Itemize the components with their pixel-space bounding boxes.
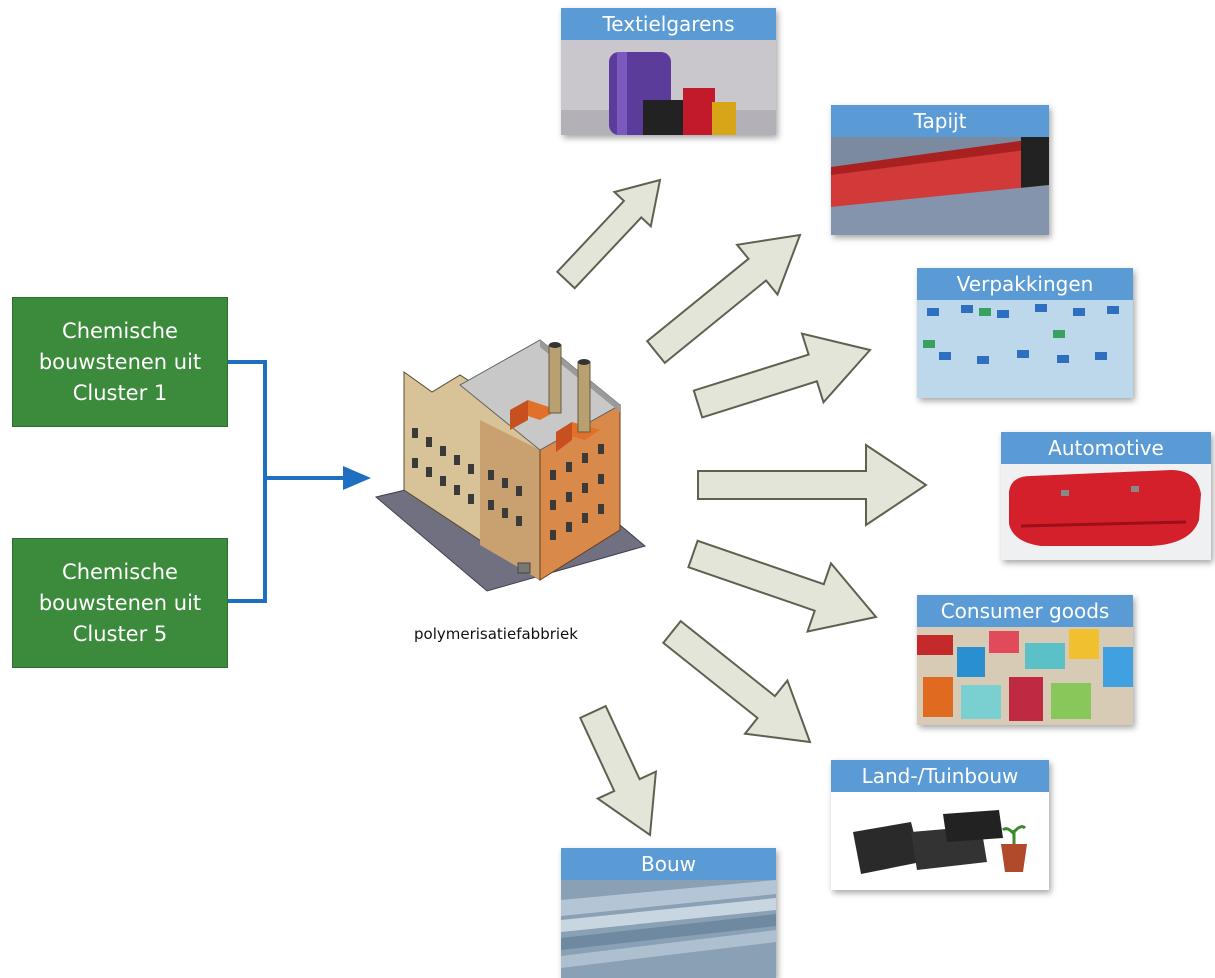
output-arrows — [555, 178, 928, 837]
product-title: Tapijt — [831, 105, 1049, 137]
product-tile-tapijt: Tapijt — [831, 105, 1049, 235]
plastic-containers-image — [917, 627, 1133, 725]
plastic-bottles-image — [917, 300, 1133, 398]
arrow-to-textielgarens — [555, 178, 662, 290]
plant-label: polymerisatiefabbriek — [414, 625, 578, 643]
arrow-to-tapijt — [645, 233, 802, 365]
crates-and-pot-image — [831, 792, 1049, 890]
arrow-to-consumer-goods — [687, 539, 878, 633]
product-title: Bouw — [561, 848, 776, 880]
building-sheets-image — [561, 880, 776, 978]
input-connector — [226, 360, 345, 603]
source-box-cluster-5: Chemische bouwstenen uit Cluster 5 — [12, 538, 228, 668]
car-bumper-image — [1001, 464, 1211, 560]
product-title: Land-/Tuinbouw — [831, 760, 1049, 792]
product-tile-verpakkingen: Verpakkingen — [917, 268, 1133, 398]
product-title: Verpakkingen — [917, 268, 1133, 300]
product-tile-land-tuinbouw: Land-/Tuinbouw — [831, 760, 1049, 890]
arrow-to-verpakkingen — [692, 332, 872, 419]
source-label: Chemische bouwstenen uit Cluster 1 — [38, 318, 202, 405]
factory-icon — [374, 339, 647, 592]
product-title: Automotive — [1001, 432, 1211, 464]
arrow-to-land-tuinbouw — [661, 619, 812, 744]
source-box-cluster-1: Chemische bouwstenen uit Cluster 1 — [12, 297, 228, 427]
product-tile-automotive: Automotive — [1001, 432, 1211, 560]
arrow-to-bouw — [578, 704, 658, 837]
input-arrowhead — [343, 466, 371, 490]
product-tile-bouw: Bouw — [561, 848, 776, 978]
carpet-rolls-image — [831, 137, 1049, 235]
arrow-to-automotive — [697, 443, 928, 527]
source-label: Chemische bouwstenen uit Cluster 5 — [38, 559, 202, 646]
product-tile-consumer-goods: Consumer goods — [917, 595, 1133, 725]
source-bracket-line — [226, 360, 267, 603]
thread-spools-image — [561, 40, 776, 135]
product-tile-textielgarens: Textielgarens — [561, 8, 776, 135]
product-title: Textielgarens — [561, 8, 776, 40]
product-title: Consumer goods — [917, 595, 1133, 627]
